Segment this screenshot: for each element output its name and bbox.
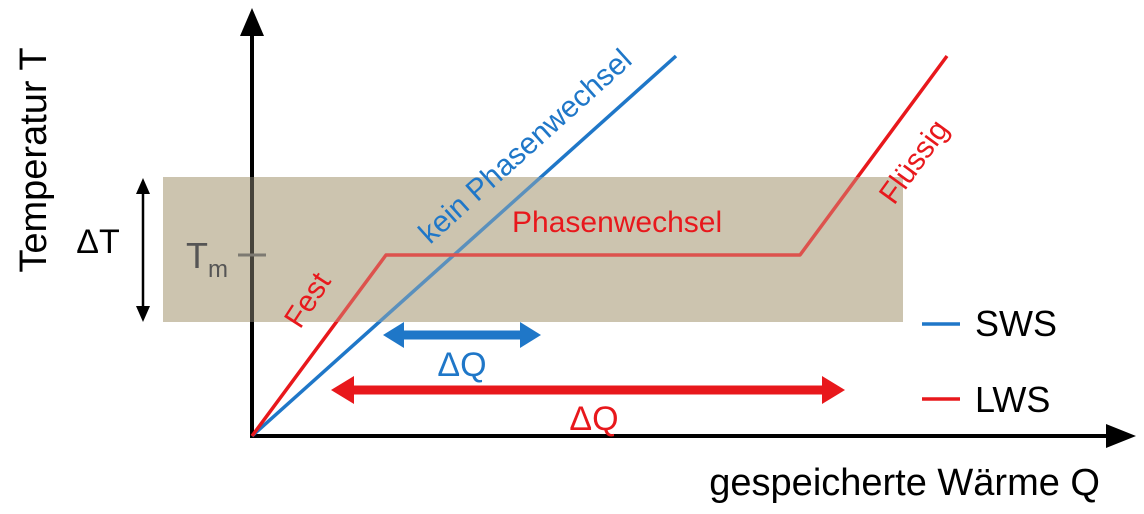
lws-delta-q-arrowhead-left [331,376,354,404]
delta-t-arrowhead-bottom [136,306,150,322]
band-overlay [163,177,903,322]
legend-label-lws: LWS [975,379,1050,420]
tm-label: Tm [186,235,228,283]
sws-curve [250,54,678,438]
lws-delta-q-arrowhead-right [822,376,845,404]
x-axis-label: gespeicherte Wärme Q [709,462,1100,504]
lws-liquid-label: Flüssig [873,114,956,210]
lws-curve [250,54,949,438]
sws-delta-q-label: ΔQ [437,346,486,384]
sws-delta-q-arrowhead-right [520,322,541,348]
y-axis-label: Temperatur T [13,47,55,272]
legend-label-sws: SWS [975,303,1057,344]
temperature-band [163,177,903,322]
x-axis-arrowhead [1106,424,1136,448]
lws-transition-label: Phasenwechsel [512,206,722,239]
delta-t-label: ΔT [76,223,119,261]
delta-t-arrowhead-top [136,178,150,194]
sws-delta-q-arrowhead-left [383,322,404,348]
y-axis-arrowhead [240,8,264,36]
lws-delta-q-label: ΔQ [569,400,618,438]
tm-label-main: T [186,235,208,276]
tm-label-sub: m [208,256,228,283]
